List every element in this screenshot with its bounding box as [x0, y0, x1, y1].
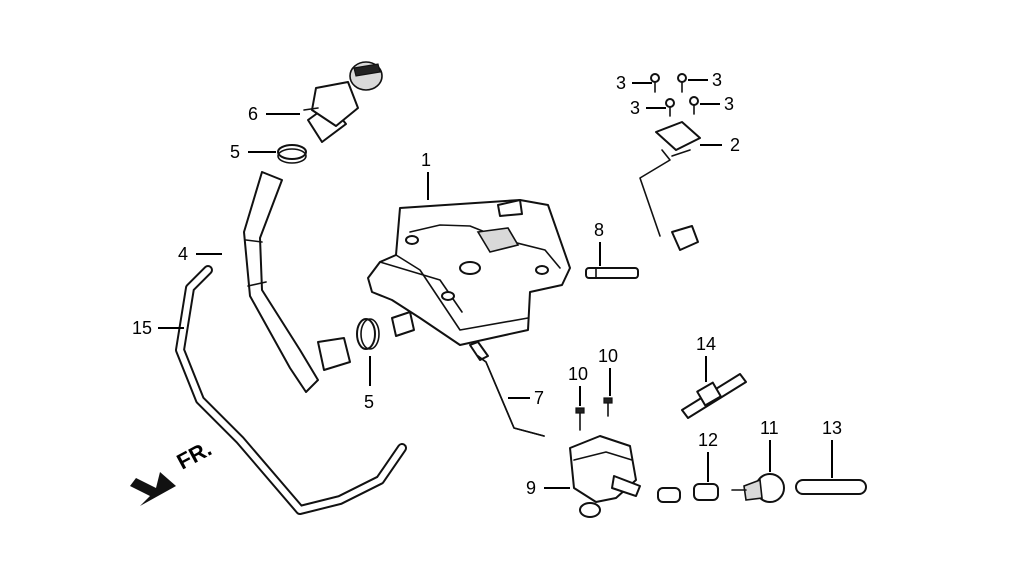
part-long-hose	[175, 265, 407, 515]
callout-15: 15	[132, 318, 152, 338]
part-connector-pipe	[681, 373, 747, 419]
callout-14: 14	[696, 334, 716, 354]
part-bolt	[585, 267, 639, 279]
front-direction-label: FR.	[173, 436, 216, 475]
callout-2: 2	[730, 135, 740, 155]
callout-10: 10	[598, 346, 618, 366]
callout-3: 3	[630, 98, 640, 118]
part-filler-neck	[303, 61, 383, 143]
callout-3: 3	[712, 70, 722, 90]
callout-1: 1	[421, 150, 431, 170]
callout-labels: 1 2 3 3 3 3 4 5 5 6 7 8 9 10 10 11 12 13…	[132, 70, 842, 498]
callout-10: 10	[568, 364, 588, 384]
part-fuel-tank	[367, 199, 571, 361]
callout-3: 3	[616, 73, 626, 93]
part-hose-joint	[657, 483, 719, 503]
part-filler-hose	[243, 171, 351, 393]
part-fuel-pump	[569, 435, 641, 518]
front-direction-arrow-icon	[130, 472, 176, 506]
part-small-bolts	[575, 397, 613, 431]
part-breather-tube	[477, 355, 545, 437]
callout-6: 6	[248, 104, 258, 124]
callout-11: 11	[760, 418, 779, 438]
callout-4: 4	[178, 244, 188, 264]
callout-5: 5	[230, 142, 240, 162]
part-fuel-gauge-sender	[639, 121, 701, 251]
part-hose-clamp-lower	[356, 318, 380, 350]
part-screws	[650, 73, 699, 117]
callout-leaders	[158, 79, 833, 489]
part-fuel-valve	[731, 473, 785, 503]
callout-7: 7	[534, 388, 544, 408]
part-hose-clamp-upper	[277, 144, 307, 164]
front-direction-indicator: FR.	[130, 436, 216, 506]
callout-12: 12	[698, 430, 718, 450]
part-hose-section	[795, 479, 867, 495]
callout-5: 5	[364, 392, 374, 412]
callout-9: 9	[526, 478, 536, 498]
callout-8: 8	[594, 220, 604, 240]
callout-13: 13	[822, 418, 842, 438]
callout-3: 3	[724, 94, 734, 114]
